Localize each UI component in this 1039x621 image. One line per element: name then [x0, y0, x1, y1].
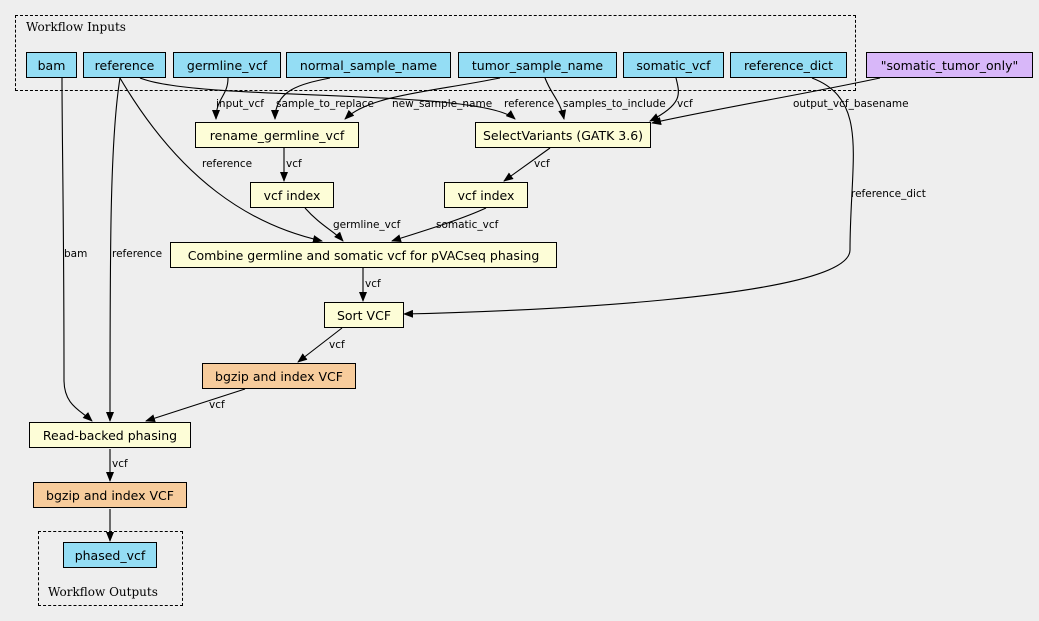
edge-somatic-to-select: [649, 77, 679, 122]
edge-select-to-index2: [503, 147, 551, 182]
input-somatic-vcf[interactable]: somatic_vcf: [623, 52, 724, 78]
edge-sort-to-bgzip1: [297, 327, 343, 363]
edge-label-sample-to-replace: sample_to_replace: [276, 98, 375, 110]
edge-param-to-select: [651, 77, 881, 125]
input-reference[interactable]: reference: [83, 52, 166, 78]
input-normal-sample-name[interactable]: normal_sample_name: [286, 52, 451, 78]
edge-label-vcf-rename: vcf: [286, 158, 302, 170]
step-bgzip-index-1[interactable]: bgzip and index VCF: [202, 363, 356, 389]
edge-label-reference-select: reference: [504, 98, 555, 110]
edge-reference-to-combine: [119, 77, 323, 243]
edge-label-output-vcf-basename: output_vcf_basename: [793, 98, 909, 110]
edge-label-vcf-phasing: vcf: [112, 458, 128, 470]
workflow-inputs-label: Workflow Inputs: [26, 20, 126, 34]
edge-tumor-to-select: [544, 77, 567, 120]
input-tumor-sample-name[interactable]: tumor_sample_name: [458, 52, 617, 78]
edge-index1-to-combine: [304, 207, 344, 242]
edge-label-vcf-somatic: vcf: [677, 98, 693, 110]
edge-reference-to-phasing: [106, 77, 121, 422]
edge-label-new-sample-name: new_sample_name: [392, 98, 493, 110]
edge-label-samples-to-include: samples_to_include: [563, 98, 666, 110]
step-rename-germline-vcf[interactable]: rename_germline_vcf: [195, 122, 359, 148]
input-bam[interactable]: bam: [26, 52, 77, 78]
step-bgzip-index-2[interactable]: bgzip and index VCF: [33, 482, 187, 508]
edge-reference-to-select: [139, 77, 516, 120]
edge-label-reference-phasing: reference: [112, 248, 163, 260]
output-phased-vcf[interactable]: phased_vcf: [63, 542, 157, 568]
edge-label-bam: bam: [64, 248, 88, 260]
param-somatic-tumor-only[interactable]: "somatic_tumor_only": [866, 52, 1033, 78]
workflow-inputs-cluster: [15, 15, 856, 91]
edge-bam-to-phasing: [61, 77, 93, 422]
edge-index2-to-combine: [391, 207, 487, 243]
edge-label-vcf-sort: vcf: [329, 339, 345, 351]
step-sort-vcf[interactable]: Sort VCF: [324, 302, 404, 328]
edge-tumor-to-rename: [344, 77, 501, 120]
input-germline-vcf[interactable]: germline_vcf: [173, 52, 281, 78]
workflow-outputs-cluster: [38, 531, 183, 606]
step-read-backed-phasing[interactable]: Read-backed phasing: [29, 422, 191, 448]
edge-label-vcf-select: vcf: [534, 158, 550, 170]
edge-label-germline-vcf: germline_vcf: [333, 219, 401, 231]
edge-label-input-vcf: input_vcf: [216, 98, 264, 110]
step-select-variants[interactable]: SelectVariants (GATK 3.6): [475, 122, 651, 148]
step-vcf-index-germline[interactable]: vcf index: [250, 182, 334, 208]
edge-bgzip1-to-phasing: [145, 388, 246, 423]
edge-label-vcf-bgzip: vcf: [209, 399, 225, 411]
edge-refdict-to-sort: [403, 77, 854, 318]
edge-label-reference-combine: reference: [202, 158, 253, 170]
edge-label-somatic-vcf: somatic_vcf: [436, 219, 499, 231]
input-reference-dict[interactable]: reference_dict: [730, 52, 847, 78]
workflow-outputs-label: Workflow Outputs: [48, 585, 158, 599]
edge-normal-to-rename: [271, 77, 331, 120]
step-vcf-index-somatic[interactable]: vcf index: [444, 182, 528, 208]
edge-label-vcf-combine: vcf: [365, 278, 381, 290]
step-combine-vcf[interactable]: Combine germline and somatic vcf for pVA…: [170, 242, 557, 268]
edge-label-reference-dict: reference_dict: [851, 188, 926, 200]
edge-germline-to-rename: [212, 77, 229, 120]
